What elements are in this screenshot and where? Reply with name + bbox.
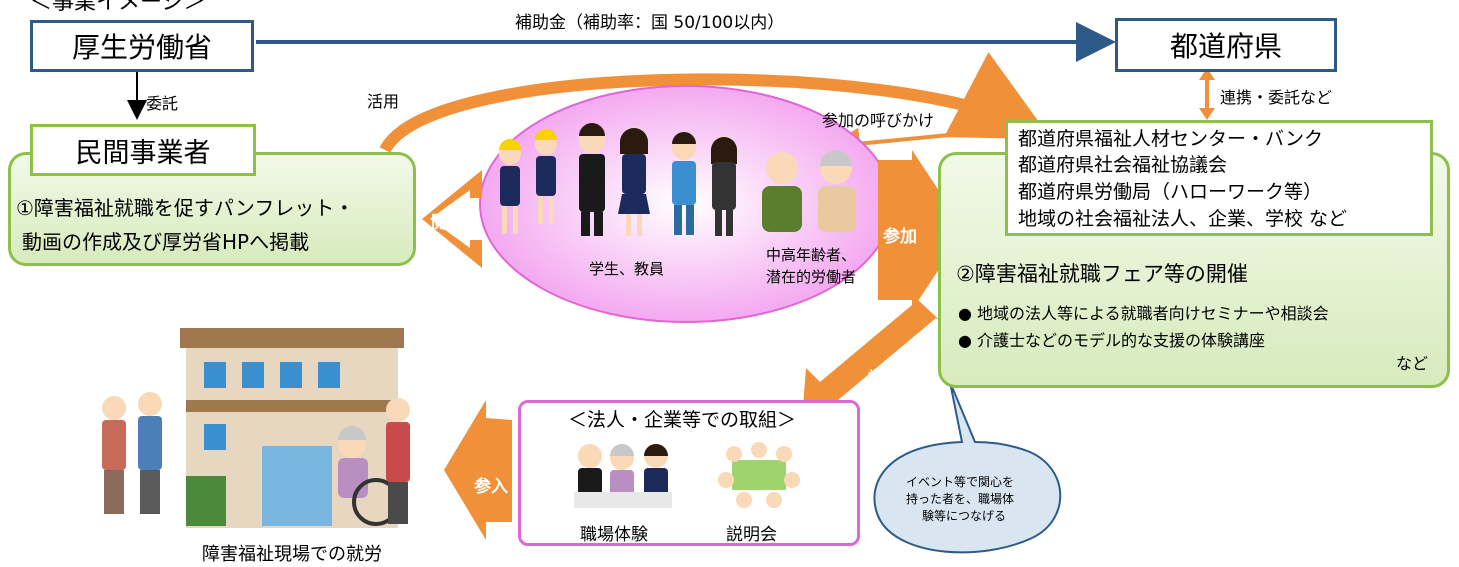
fair-etc: など [1396,354,1429,373]
wheelchair-figure [338,398,410,526]
elderly-man-figure [762,152,802,232]
guide-arrow-shape [802,300,948,420]
teacher-2-figure [711,136,737,236]
private-operator-label: 民間事業者 [75,137,211,169]
partner-2: 都道府県社会福祉協議会 [1018,154,1228,176]
elderly-label-2: 潜在的労働者 [766,268,857,286]
partner-3: 都道府県労働局（ハローワーク等） [1018,181,1323,203]
students-label: 学生、教員 [589,260,665,278]
student-3-figure [579,123,605,236]
utilize-arrow [379,52,1052,154]
enter-label: 参入 [474,477,508,497]
workplace-illustration [84,328,410,528]
speech-bubble [873,381,1062,554]
browse-label: 閲覧 [431,213,465,233]
corp-title: ＜法人・企業等での取組＞ [568,409,797,431]
fair-item-2: ● 介護士などのモデル的な支援の体験講座 [958,331,1266,350]
prefecture-label: 都道府県 [1169,30,1282,63]
students-illustration [499,123,737,236]
entrust-label: 委託 [146,94,179,113]
elderly-woman-figure [818,150,856,232]
utilize-label: 活用 [367,92,400,111]
fair-item-1: ● 地域の法人等による就職者向けセミナーや相談会 [958,304,1329,323]
call-participation-label: 参加の呼びかけ [822,111,935,130]
visually-impaired-pair-figure [84,392,162,517]
work-experience-label: 職場体験 [580,525,648,545]
private-operator-box: 民間事業者 [30,124,256,176]
corp-box [518,400,860,546]
bubble-line-2: 持った者を、職場体 [906,492,1015,506]
student-4-figure [618,127,650,236]
guide-label: 誘導 [868,369,902,389]
building-figure [180,328,404,528]
mhlw-box: 厚生労働省 [30,20,254,72]
partner-1: 都道府県福祉人材センター・バンク [1018,128,1323,150]
employment-label: 障害福祉現場での就労 [202,544,382,565]
subsidy-label: 補助金（補助率：国 50/100以内） [515,13,785,33]
participate-arrow-shape [878,150,965,310]
participate-label: 参加 [883,227,917,247]
header-partial: ＜事業イメージ＞ [30,0,206,15]
bubble-line-1: イベント等で関心を [906,475,1015,489]
work-experience-illustration [574,444,672,508]
student-2-figure [535,129,557,224]
bubble-line-3: 験等につなげる [922,509,1007,523]
private-task-line-2: 動画の作成及び厚労省HPへ掲載 [22,230,310,254]
student-1-figure [499,139,521,234]
cooperation-label: 連携・委託など [1220,88,1333,107]
prefecture-box: 都道府県 [1115,18,1337,72]
mhlw-label: 厚生労働省 [71,31,212,64]
private-task-line-1: ①障害福祉就職を促すパンフレット・ [16,196,355,220]
partners-box [1005,120,1433,236]
partner-4: 地域の社会福祉法人、企業、学校 など [1018,208,1348,230]
elderly-label-1: 中高年齢者、 [766,246,857,264]
teacher-1-figure [672,132,696,235]
elderly-illustration [762,150,856,232]
briefing-label: 説明会 [726,525,777,545]
fair-title: ②障害福祉就職フェア等の開催 [956,262,1248,286]
browse-arrow-shape [422,170,482,268]
enter-arrow-shape [444,400,512,540]
briefing-illustration [718,442,800,508]
